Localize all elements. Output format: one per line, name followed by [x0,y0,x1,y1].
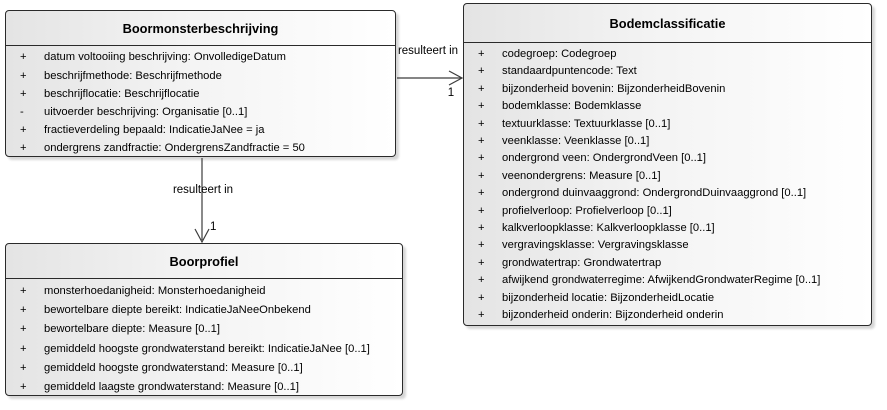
attribute-text: datum voltooiing beschrijving: Onvolledi… [44,51,286,64]
attribute-text: profielverloop: Profielverloop [0..1] [502,204,672,217]
association-arrow-to-bodemclassificatie [397,70,464,86]
attribute-row: + grondwatertrap: Grondwatertrap [464,255,871,272]
visibility-marker: + [478,82,485,95]
visibility-marker: + [478,135,485,148]
attribute-row: + beschrijfmethode: Beschrijfmethode [6,67,395,85]
attribute-row: + standaardpuntencode: Text [464,63,871,80]
visibility-marker: + [478,204,485,217]
attribute-row: + fractieverdeling bepaald: IndicatieJaNe… [6,122,395,140]
visibility-marker: + [20,51,27,64]
attribute-row: + bewortelbare diepte bereikt: IndicatieJ… [6,301,402,320]
attribute-text: ondergrond duinvaaggrond: OndergrondDuin… [502,187,807,200]
visibility-marker: + [478,291,485,304]
attribute-row: + veenondergrens: Measure [0..1] [464,168,871,185]
attribute-text: bewortelbare diepte: Measure [0..1] [44,323,220,336]
attribute-text: ondergrond veen: OndergrondVeen [0..1] [502,152,707,165]
attributes-compartment: + codegroep: Codegroep + standaardpuntenco… [464,43,871,324]
attribute-row: + afwijkend grondwaterregime: AfwijkendGr… [464,272,871,289]
visibility-marker: + [20,304,27,317]
attribute-row: + gemiddeld hoogste grondwaterstand berei… [6,340,402,359]
visibility-marker: + [478,274,485,287]
visibility-marker: + [20,69,27,82]
class-title: Bodemclassificatie [464,4,871,43]
attribute-row: + bodemklasse: Bodemklasse [464,98,871,115]
attribute-text: codegroep: Codegroep [502,48,617,61]
visibility-marker: + [478,48,485,61]
attribute-row: + ondergrond veen: OndergrondVeen [0..1] [464,150,871,167]
attribute-text: bewortelbare diepte bereikt: IndicatieJa… [44,304,311,317]
attribute-row: + ondergrens zandfractie: OndergrensZandf… [6,140,395,158]
attribute-text: bodemklasse: Bodemklasse [502,100,642,113]
visibility-marker: + [478,239,485,252]
visibility-marker: + [20,342,27,355]
visibility-marker: - [20,106,24,119]
visibility-marker: + [478,308,485,321]
visibility-marker: + [20,380,27,393]
attributes-compartment: + monsterhoedanigheid: Monsterhoedanighei… [6,279,402,397]
attribute-row: + vergravingsklasse: Vergravingsklasse [464,237,871,254]
attribute-row: + textuurklasse: Textuurklasse [0..1] [464,116,871,133]
visibility-marker: + [478,65,485,78]
visibility-marker: + [478,100,485,113]
attribute-text: afwijkend grondwaterregime: AfwijkendGro… [502,274,821,287]
association-arrow-to-boorprofiel [194,158,210,244]
attribute-text: beschrijflocatie: Beschrijflocatie [44,87,200,100]
attribute-text: gemiddeld hoogste grondwaterstand bereik… [44,342,370,355]
attribute-text: grondwatertrap: Grondwatertrap [502,256,662,269]
attribute-row: + monsterhoedanigheid: Monsterhoedanighei… [6,282,402,301]
multiplicity-label: 1 [210,221,217,233]
attribute-row: + bewortelbare diepte: Measure [0..1] [6,320,402,339]
class-box-bodemclassificatie: Bodemclassificatie + codegroep: Codegroep… [463,3,872,326]
visibility-marker: + [478,187,485,200]
visibility-marker: + [478,222,485,234]
attribute-text: bijzonderheid locatie: BijzonderheidLoca… [502,291,715,304]
association-label: resulteert in [172,184,234,196]
attribute-row: + bijzonderheid locatie: BijzonderheidLoc… [464,289,871,306]
attribute-text: gemiddeld hoogste grondwaterstand: Measu… [44,361,303,374]
visibility-marker: + [20,124,27,137]
visibility-marker: + [20,284,27,297]
attribute-row: + bijzonderheid onderin: Bijzonderheid on… [464,307,871,324]
attribute-row: + ondergrond duinvaaggrond: OndergrondDui… [464,185,871,202]
attribute-text: uitvoerder beschrijving: Organisatie [0.… [44,106,248,119]
class-title: Boormonsterbeschrijving [6,11,395,46]
attribute-text: beschrijfmethode: Beschrijfmethode [44,69,222,82]
attribute-text: textuurklasse: Textuurklasse [0..1] [502,117,671,130]
class-box-boormonsterbeschrijving: Boormonsterbeschrijving + datum voltooiin… [5,10,396,157]
attribute-text: monsterhoedanigheid: Monsterhoedanigheid [44,284,266,297]
attribute-text: ondergrens zandfractie: OndergrensZandfr… [44,142,305,155]
attribute-row: + veenklasse: Veenklasse [0..1] [464,133,871,150]
attribute-text: vergravingsklasse: Vergravingsklasse [502,239,689,252]
attribute-row: + codegroep: Codegroep [464,46,871,63]
attribute-text: fractieverdeling bepaald: IndicatieJaNee… [44,124,265,137]
attribute-text: veenklasse: Veenklasse [0..1] [502,135,650,148]
attribute-text: bijzonderheid onderin: Bijzonderheid ond… [502,308,724,321]
visibility-marker: + [20,142,27,155]
visibility-marker: + [478,117,485,130]
visibility-marker: + [478,169,485,182]
class-box-boorprofiel: Boorprofiel + monsterhoedanigheid: Monste… [5,243,403,396]
attribute-text: gemiddeld laagste grondwaterstand: Measu… [44,380,299,393]
attribute-row: + kalkverloopklasse: Kalkverloopklasse [0… [464,220,871,237]
attribute-row: + beschrijflocatie: Beschrijflocatie [6,85,395,103]
attribute-text: veenondergrens: Measure [0..1] [502,169,661,182]
attribute-row: + datum voltooiing beschrijving: Onvolled… [6,49,395,67]
visibility-marker: + [20,87,27,100]
attribute-row: - uitvoerder beschrijving: Organisatie [0… [6,104,395,122]
visibility-marker: + [20,361,27,374]
association-label: resulteert in [397,45,459,57]
attribute-row: + gemiddeld hoogste grondwaterstand: Meas… [6,359,402,378]
attribute-text: bijzonderheid bovenin: BijzonderheidBove… [502,82,726,95]
attribute-text: standaardpuntencode: Text [502,65,637,78]
class-title: Boorprofiel [6,244,402,279]
visibility-marker: + [20,323,27,336]
attribute-row: + bijzonderheid bovenin: BijzonderheidBov… [464,81,871,98]
visibility-marker: + [478,256,485,269]
attribute-row: + gemiddeld laagste grondwaterstand: Meas… [6,378,402,397]
attributes-compartment: + datum voltooiing beschrijving: Onvolled… [6,46,395,158]
attribute-row: + profielverloop: Profielverloop [0..1] [464,203,871,220]
visibility-marker: + [478,152,485,165]
attribute-text: kalkverloopklasse: Kalkverloopklasse [0.… [502,222,715,234]
multiplicity-label: 1 [447,87,455,99]
